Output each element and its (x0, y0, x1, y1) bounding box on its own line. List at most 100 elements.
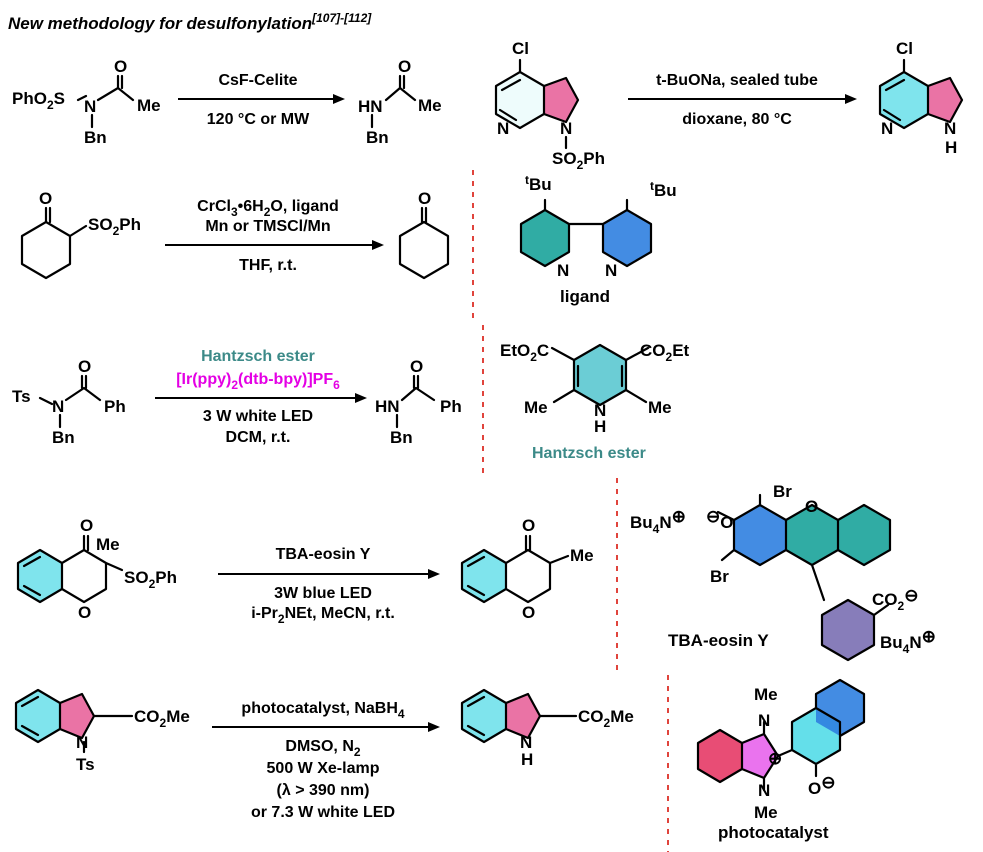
svg-text:Ts: Ts (12, 387, 31, 406)
scheme-title: New methodology for desulfonylation[107]… (8, 11, 372, 33)
rxn1-product: HN O Me Bn (358, 57, 442, 147)
svg-text:Me: Me (648, 398, 672, 417)
rxn5-product: O Me O (460, 516, 594, 622)
rxn5-reagent: TBA-eosin Y (276, 546, 371, 563)
svg-text:Cl: Cl (896, 39, 913, 58)
svg-text:O: O (418, 189, 431, 208)
svg-text:⊖O: ⊖O (706, 507, 733, 532)
svg-text:CO2⊖: CO2⊖ (872, 586, 918, 613)
svg-text:N: N (76, 733, 88, 752)
rxn2-conditions: dioxane, 80 °C (682, 111, 792, 128)
rxn4-conditions: DCM, r.t. (226, 429, 291, 446)
rxn2-starting-material: Cl N N SO2Ph (494, 39, 605, 172)
svg-text:O: O (410, 357, 423, 376)
svg-text:HN: HN (375, 397, 400, 416)
svg-text:SO2Ph: SO2Ph (124, 568, 177, 591)
svg-text:N: N (881, 119, 893, 138)
rxn4-reagent3: 3 W white LED (203, 408, 313, 425)
photocatalyst-label: photocatalyst (718, 823, 829, 842)
svg-text:Me: Me (754, 803, 778, 822)
rxn5-conditions: i-Pr2NEt, MeCN, r.t. (251, 605, 395, 626)
svg-text:O: O (522, 603, 535, 622)
rxn5-starting-material: O Me SO2Ph O (16, 516, 177, 622)
svg-text:Cl: Cl (512, 39, 529, 58)
svg-text:O⊖: O⊖ (808, 773, 835, 798)
svg-text:N: N (944, 119, 956, 138)
rxn6-cond4: or 7.3 W white LED (251, 804, 395, 821)
svg-text:O: O (805, 497, 818, 516)
svg-text:N: N (557, 261, 569, 280)
svg-text:N: N (594, 401, 606, 420)
svg-text:O: O (39, 189, 52, 208)
hantzsch-structure: EtO2C CO2Et Me Me N H Hantzsch ester (500, 341, 690, 462)
svg-text:Ts: Ts (76, 755, 95, 774)
svg-text:Me: Me (418, 96, 442, 115)
svg-text:PhO2S: PhO2S (12, 89, 65, 112)
svg-text:EtO2C: EtO2C (500, 341, 549, 364)
svg-text:Me: Me (137, 96, 161, 115)
svg-text:O: O (78, 357, 91, 376)
svg-text:N: N (605, 261, 617, 280)
eosin-label: TBA-eosin Y (668, 631, 769, 650)
rxn4-reagent1: Hantzsch ester (201, 348, 315, 365)
svg-text:tBu: tBu (525, 173, 552, 194)
rxn6-product: CO2Me N H (460, 688, 634, 769)
rxn1-reagent: CsF-Celite (218, 72, 297, 89)
svg-text:SO2Ph: SO2Ph (552, 149, 605, 172)
rxn3-conditions: THF, r.t. (239, 257, 297, 274)
rxn1-conditions: 120 °C or MW (207, 111, 310, 128)
svg-text:Bn: Bn (84, 128, 107, 147)
svg-text:N: N (84, 97, 96, 116)
rxn6-cond3: (λ > 390 nm) (277, 782, 370, 799)
svg-text:Bn: Bn (366, 128, 389, 147)
svg-text:Ph: Ph (104, 397, 126, 416)
svg-text:N: N (497, 119, 509, 138)
svg-text:Br: Br (773, 482, 792, 501)
svg-text:Me: Me (524, 398, 548, 417)
svg-text:H: H (594, 417, 606, 436)
svg-text:CO2Me: CO2Me (578, 707, 634, 730)
svg-text:O: O (398, 57, 411, 76)
svg-text:H: H (945, 138, 957, 157)
svg-text:H: H (521, 750, 533, 769)
svg-text:N: N (560, 119, 572, 138)
rxn4-reagent2: [Ir(ppy)2(dtb-bpy)]PF6 (176, 371, 340, 392)
rxn6-cond2: 500 W Xe-lamp (267, 760, 380, 777)
rxn3-reagent: CrCl3•6H2O, ligand (197, 198, 339, 219)
svg-text:N: N (520, 733, 532, 752)
svg-text:O: O (522, 516, 535, 535)
separators (472, 170, 669, 852)
svg-text:O: O (80, 516, 93, 535)
svg-text:tBu: tBu (650, 179, 677, 200)
svg-text:Ph: Ph (440, 397, 462, 416)
svg-text:Bn: Bn (52, 428, 75, 447)
svg-text:CO2Me: CO2Me (134, 707, 190, 730)
rxn6-cond1: DMSO, N2 (285, 738, 360, 759)
svg-text:⊕: ⊕ (768, 749, 782, 768)
rxn3-reagent2: Mn or TMSCl/Mn (205, 218, 330, 235)
svg-text:O: O (78, 603, 91, 622)
svg-text:Bu4N⊕: Bu4N⊕ (630, 507, 686, 536)
svg-text:CO2Et: CO2Et (640, 341, 690, 364)
ligand-structure: tBu tBu N N ligand (519, 173, 677, 306)
svg-text:N: N (758, 781, 770, 800)
svg-text:Bn: Bn (390, 428, 413, 447)
ligand-label: ligand (560, 287, 610, 306)
rxn2-reagent: t-BuONa, sealed tube (656, 72, 818, 89)
svg-text:Me: Me (754, 685, 778, 704)
rxn2-product: Cl N N H (878, 39, 964, 157)
svg-text:Br: Br (710, 567, 729, 586)
svg-text:HN: HN (358, 97, 383, 116)
rxn4-product: HN O Ph Bn (375, 357, 462, 447)
svg-text:Me: Me (570, 546, 594, 565)
svg-text:Me: Me (96, 535, 120, 554)
hantzsch-label: Hantzsch ester (532, 445, 646, 462)
svg-text:SO2Ph: SO2Ph (88, 215, 141, 238)
rxn3-product: O (398, 189, 450, 280)
photocatalyst-structure: Me N ⊕ N Me O⊖ photocatalyst (696, 678, 866, 842)
svg-text:N: N (52, 397, 64, 416)
svg-text:N: N (758, 711, 770, 730)
eosin-structure: Bu4N⊕ ⊖O Br O Br CO2⊖ Bu4N⊕ TBA-eosin Y (630, 482, 936, 662)
svg-text:O: O (114, 57, 127, 76)
rxn5-reagent2: 3W blue LED (274, 585, 372, 602)
